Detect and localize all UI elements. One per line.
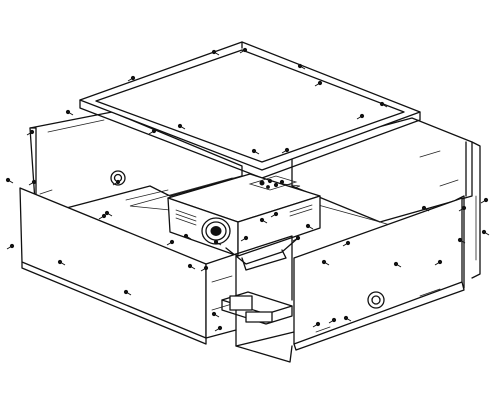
- screw-icon: [321, 259, 330, 266]
- screw-icon: [328, 317, 337, 324]
- screw-icon: [312, 321, 321, 328]
- screw-icon: [127, 75, 136, 82]
- screw-icon: [123, 289, 132, 296]
- screw-icon: [457, 237, 466, 244]
- screw-icon: [104, 210, 113, 217]
- screw-icon: [200, 265, 209, 272]
- screw-icon: [343, 315, 352, 322]
- projector: [167, 173, 321, 271]
- screw-icon: [480, 197, 489, 204]
- screw-icon: [239, 47, 248, 54]
- screw-icon: [240, 235, 249, 242]
- screw-icon: [421, 205, 430, 212]
- screw-icon: [57, 259, 66, 266]
- screw-icon: [314, 80, 323, 87]
- screw-icon: [98, 213, 107, 220]
- right-side-flange: [471, 141, 481, 279]
- screw-icon: [292, 235, 301, 242]
- screw-icon: [379, 101, 388, 108]
- screw-icon: [166, 239, 175, 246]
- cable-port-left: [110, 170, 126, 186]
- screw-icon: [65, 109, 74, 116]
- screw-icon: [251, 148, 260, 155]
- screw-icon: [211, 311, 220, 318]
- screw-icon: [213, 239, 222, 246]
- screw-icon: [305, 223, 314, 230]
- screw-icon: [342, 240, 351, 247]
- screw-icon: [5, 177, 14, 184]
- screw-icon: [112, 179, 121, 186]
- screw-icon: [177, 123, 186, 130]
- cable-port-right: [367, 291, 385, 309]
- screw-icon: [281, 147, 290, 154]
- screw-icon: [270, 211, 279, 218]
- screw-icon: [183, 233, 192, 240]
- screw-icon: [434, 259, 443, 266]
- screw-icon: [26, 129, 35, 136]
- screw-icon: [187, 263, 196, 270]
- screw-icon: [393, 261, 402, 268]
- screw-icon: [356, 113, 365, 120]
- mounting-screws: [5, 47, 490, 332]
- screw-icon: [481, 229, 490, 236]
- screw-icon: [28, 179, 37, 186]
- lower-bracket-assembly: [205, 235, 295, 363]
- screw-icon: [6, 243, 15, 250]
- front-right-door-panel: [293, 195, 465, 351]
- screw-icon: [148, 128, 157, 135]
- screw-icon: [458, 205, 467, 212]
- screw-icon: [259, 217, 268, 224]
- screw-icon: [297, 63, 306, 70]
- screw-icon: [211, 49, 220, 56]
- right-back-wall-panel: [291, 117, 473, 223]
- screw-icon: [214, 325, 223, 332]
